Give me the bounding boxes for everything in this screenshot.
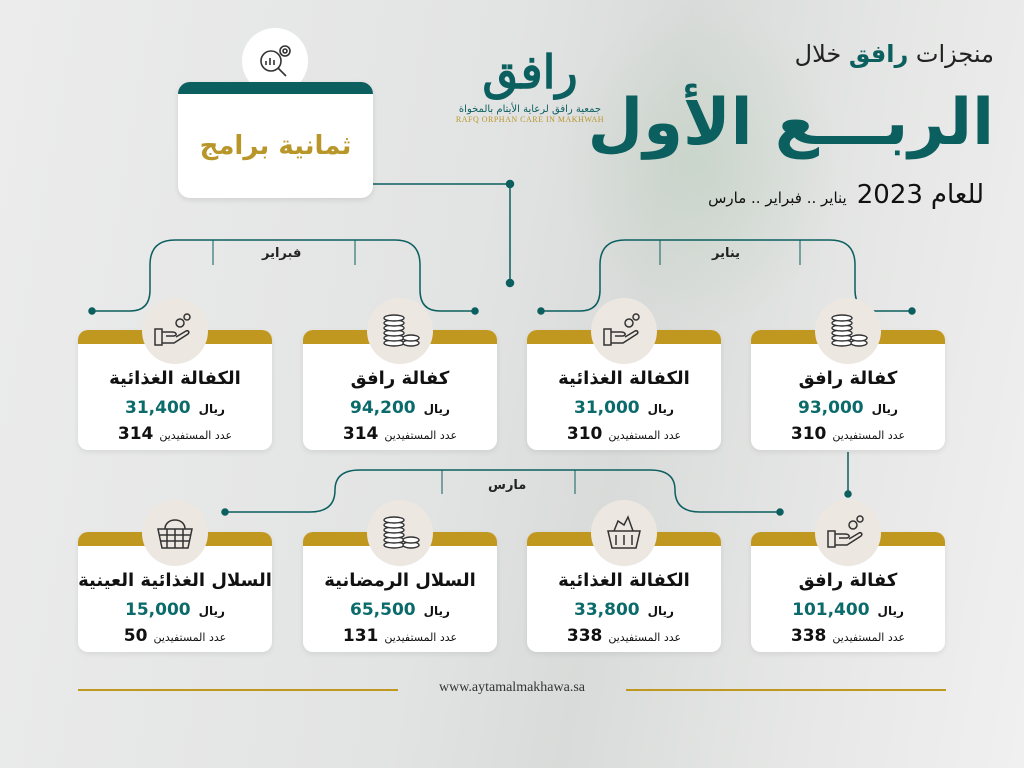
hand-icon [815, 500, 881, 566]
amount-value: 31,000 [574, 398, 640, 418]
beneficiaries-value: 50 [123, 626, 148, 646]
program-card: الكفالة الغذائية ريال 31,000 عدد المستفيدين… [527, 298, 721, 450]
basket-icon [142, 500, 208, 566]
program-amount: ريال 93,000 [751, 398, 945, 418]
program-amount: ريال 94,200 [303, 398, 497, 418]
program-amount: ريال 15,000 [78, 600, 272, 620]
subtitle-brand: رافق [848, 40, 909, 68]
group-label-february: فبراير [262, 246, 302, 261]
beneficiaries-value: 338 [790, 626, 827, 646]
currency-label: ريال [423, 604, 450, 618]
beneficiaries-value: 314 [342, 424, 379, 444]
amount-value: 93,000 [798, 398, 864, 418]
program-beneficiaries: عدد المستفيدين 131 [303, 626, 497, 646]
program-title: الكفالة الغذائية [109, 368, 241, 389]
subtitle-pre: منجزات [915, 40, 994, 68]
program-beneficiaries: عدد المستفيدين 338 [527, 626, 721, 646]
program-title: الكفالة الغذائية [558, 368, 690, 389]
beneficiaries-value: 131 [342, 626, 379, 646]
subtitle-post: خلال [794, 40, 842, 68]
program-title: كفالة رافق [798, 570, 898, 591]
program-card: السلال الغذائية العينية ريال 15,000 عدد الم… [78, 500, 272, 652]
beneficiaries-value: 338 [566, 626, 603, 646]
months: يناير .. فبراير .. مارس [708, 189, 847, 207]
year-line: للعام2023 يناير .. فبراير .. مارس [708, 180, 984, 210]
programs-box: ثمانية برامج [178, 82, 373, 198]
beneficiaries-label: عدد المستفيدين [608, 631, 682, 644]
logo-arabic-name: جمعية رافق لرعاية الأيتام بالمخواة [458, 104, 602, 115]
logo-english-name: RAFQ ORPHAN CARE IN MAKHWAH [455, 115, 605, 124]
logo: رافق جمعية رافق لرعاية الأيتام بالمخواة … [440, 40, 620, 124]
program-title: السلال الغذائية العينية [78, 570, 272, 591]
program-card: كفالة رافق ريال 101,400 عدد المستفيدين 338 [751, 500, 945, 652]
program-beneficiaries: عدد المستفيدين 314 [303, 424, 497, 444]
program-beneficiaries: عدد المستفيدين 314 [78, 424, 272, 444]
program-title: السلال الرمضانية [324, 570, 476, 591]
program-amount: ريال 31,000 [527, 398, 721, 418]
beneficiaries-label: عدد المستفيدين [384, 631, 458, 644]
main-title: الربـــع الأول [587, 86, 994, 160]
coins-icon [815, 298, 881, 364]
program-card: كفالة رافق ريال 93,000 عدد المستفيدين 310 [751, 298, 945, 450]
beneficiaries-value: 310 [790, 424, 827, 444]
currency-label: ريال [871, 402, 898, 416]
hand-icon [142, 298, 208, 364]
program-beneficiaries: عدد المستفيدين 310 [751, 424, 945, 444]
amount-value: 101,400 [792, 600, 870, 620]
program-card: الكفالة الغذائية ريال 31,400 عدد المستفيدين… [78, 298, 272, 450]
group-label-january: يناير [712, 246, 741, 261]
currency-label: ريال [877, 604, 904, 618]
currency-label: ريال [198, 402, 225, 416]
currency-label: ريال [647, 402, 674, 416]
program-amount: ريال 33,800 [527, 600, 721, 620]
beneficiaries-label: عدد المستفيدين [159, 429, 233, 442]
programs-count-label: ثمانية برامج [199, 131, 352, 161]
program-amount: ريال 101,400 [751, 600, 945, 620]
program-beneficiaries: عدد المستفيدين 338 [751, 626, 945, 646]
program-title: كفالة رافق [798, 368, 898, 389]
background [560, 0, 840, 330]
website-link[interactable]: www.aytamalmakhawa.sa [438, 680, 586, 695]
beneficiaries-label: عدد المستفيدين [832, 631, 906, 644]
program-amount: ريال 65,500 [303, 600, 497, 620]
currency-label: ريال [198, 604, 225, 618]
coins-icon [367, 500, 433, 566]
program-title: الكفالة الغذائية [558, 570, 690, 591]
footer-divider [626, 689, 946, 691]
hand-icon [591, 298, 657, 364]
program-title: كفالة رافق [350, 368, 450, 389]
food-basket-icon [591, 500, 657, 566]
currency-label: ريال [647, 604, 674, 618]
amount-value: 65,500 [350, 600, 416, 620]
amount-value: 33,800 [574, 600, 640, 620]
beneficiaries-label: عدد المستفيدين [608, 429, 682, 442]
currency-label: ريال [423, 402, 450, 416]
program-card: الكفالة الغذائية ريال 33,800 عدد المستفيدين… [527, 500, 721, 652]
amount-value: 94,200 [350, 398, 416, 418]
year: 2023 [856, 180, 923, 210]
coins-icon [367, 298, 433, 364]
program-card: السلال الرمضانية ريال 65,500 عدد المستفيدين… [303, 500, 497, 652]
logo-mark: رافق [482, 45, 578, 99]
footer: www.aytamalmakhawa.sa [78, 680, 946, 700]
beneficiaries-label: عدد المستفيدين [384, 429, 458, 442]
group-label-march: مارس [488, 478, 527, 493]
beneficiaries-label: عدد المستفيدين [832, 429, 906, 442]
program-beneficiaries: عدد المستفيدين 50 [78, 626, 272, 646]
amount-value: 31,400 [125, 398, 191, 418]
subtitle: منجزات رافق خلال [795, 40, 994, 68]
program-amount: ريال 31,400 [78, 398, 272, 418]
beneficiaries-value: 314 [117, 424, 154, 444]
program-beneficiaries: عدد المستفيدين 310 [527, 424, 721, 444]
beneficiaries-label: عدد المستفيدين [153, 631, 227, 644]
beneficiaries-value: 310 [566, 424, 603, 444]
amount-value: 15,000 [125, 600, 191, 620]
footer-divider [78, 689, 398, 691]
program-card: كفالة رافق ريال 94,200 عدد المستفيدين 314 [303, 298, 497, 450]
year-label: للعام [930, 180, 984, 210]
